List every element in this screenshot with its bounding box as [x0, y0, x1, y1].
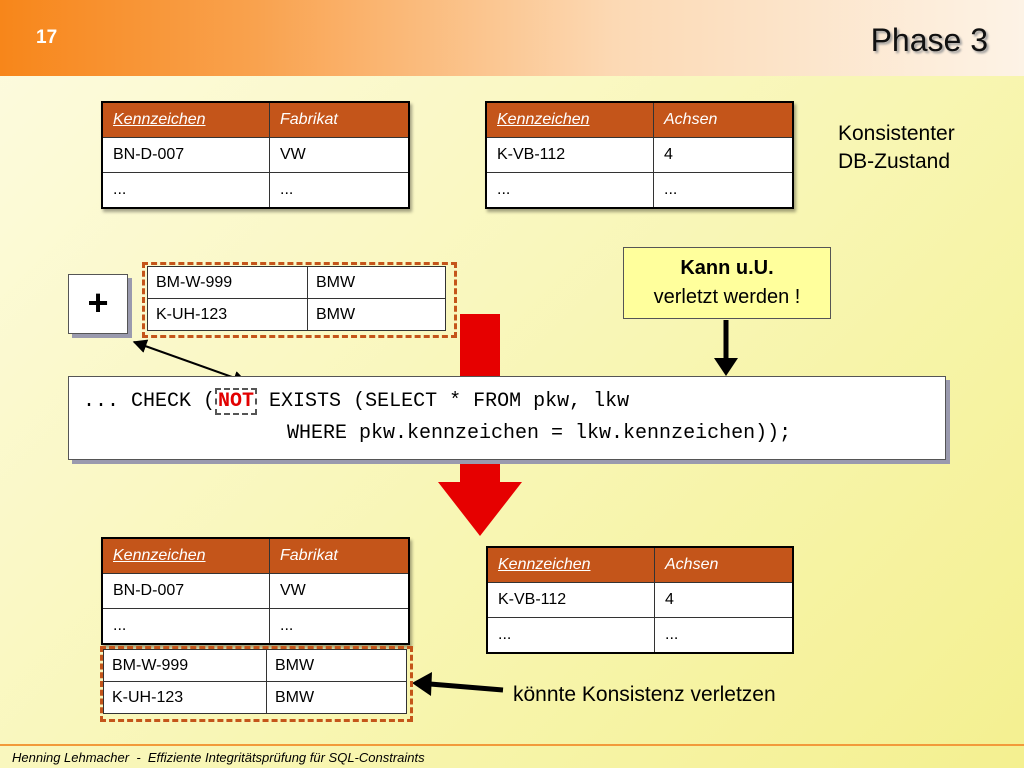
- page-number: 17: [36, 27, 58, 48]
- top-lkw-table: Kennzeichen Achsen K-VB-112 4 ... ...: [485, 101, 794, 209]
- table-row: ... ...: [486, 617, 794, 654]
- insert-dashed-frame: [142, 262, 457, 338]
- table-cell: ...: [654, 617, 794, 654]
- code-line: ... CHECK (NOT EXISTS (SELECT * FROM pkw…: [83, 388, 630, 415]
- column-header: Kennzeichen: [486, 546, 655, 583]
- slide-title: Phase 3: [870, 22, 988, 58]
- table-cell: ...: [269, 608, 410, 645]
- code-line: WHERE pkw.kennzeichen = lkw.kennzeichen)…: [287, 422, 792, 445]
- table-cell: K-UH-123: [147, 298, 308, 331]
- not-keyword: NOT: [215, 388, 258, 415]
- table-row: ... ...: [101, 172, 410, 209]
- table-cell: BMW: [307, 298, 446, 331]
- table-row: BN-D-007 VW: [101, 137, 410, 173]
- warning-title: Kann u.U.: [680, 257, 774, 279]
- insert-plus-icon: +: [68, 274, 128, 334]
- table-cell: K-VB-112: [486, 582, 655, 618]
- table-header-row: Kennzeichen Fabrikat: [101, 537, 410, 574]
- table-cell: BN-D-007: [101, 137, 270, 173]
- bottom-inserted-table: BM-W-999 BMW K-UH-123 BMW: [103, 649, 407, 714]
- table-cell: ...: [486, 617, 655, 654]
- note-line: Konsistenter: [838, 122, 955, 145]
- table-cell: K-VB-112: [485, 137, 654, 173]
- table-row: K-UH-123 BMW: [103, 681, 407, 714]
- footer-topic: Effiziente Integritätsprüfung für SQL-Co…: [147, 750, 425, 765]
- left-arrow-icon: [429, 681, 504, 693]
- table-cell: BMW: [307, 266, 446, 299]
- table-row: ... ...: [101, 608, 410, 645]
- table-row: ... ...: [485, 172, 794, 209]
- column-header: Kennzeichen: [101, 101, 270, 138]
- footer-author: Henning Lehmacher: [12, 750, 130, 765]
- table-row: BM-W-999 BMW: [103, 649, 407, 682]
- down-arrow-head-icon: [714, 358, 738, 376]
- table-cell: K-UH-123: [103, 681, 267, 714]
- footer-divider: [0, 744, 1024, 746]
- table-row: BN-D-007 VW: [101, 573, 410, 609]
- table-row: K-VB-112 4: [485, 137, 794, 173]
- table-cell: ...: [485, 172, 654, 209]
- column-header: Fabrikat: [269, 537, 410, 574]
- footer-separator: -: [136, 750, 141, 765]
- table-row: BM-W-999 BMW: [147, 266, 446, 299]
- table-cell: 4: [653, 137, 794, 173]
- table-cell: ...: [269, 172, 410, 209]
- table-header-row: Kennzeichen Achsen: [486, 546, 794, 583]
- warning-box: Kann u.U. verletzt werden !: [623, 247, 831, 319]
- bottom-pkw-table: Kennzeichen Fabrikat BN-D-007 VW ... ...: [101, 537, 410, 645]
- table-row: K-UH-123 BMW: [147, 298, 446, 331]
- table-cell: ...: [101, 608, 270, 645]
- column-header: Achsen: [653, 101, 794, 138]
- column-header: Achsen: [654, 546, 794, 583]
- table-header-row: Kennzeichen Fabrikat: [101, 101, 410, 138]
- top-pkw-table: Kennzeichen Fabrikat BN-D-007 VW ... ...: [101, 101, 410, 209]
- bottom-lkw-table: Kennzeichen Achsen K-VB-112 4 ... ...: [486, 546, 794, 654]
- note-line: DB-Zustand: [838, 150, 951, 173]
- warning-text: verletzt werden !: [653, 286, 801, 308]
- left-arrow-head-icon: [412, 672, 432, 696]
- table-cell: BMW: [266, 681, 407, 714]
- table-cell: ...: [101, 172, 270, 209]
- table-row: K-VB-112 4: [486, 582, 794, 618]
- table-cell: BN-D-007: [101, 573, 270, 609]
- table-cell: VW: [269, 573, 410, 609]
- check-constraint-code: ... CHECK (NOT EXISTS (SELECT * FROM pkw…: [68, 376, 946, 460]
- table-cell: 4: [654, 582, 794, 618]
- footer: Henning Lehmacher - Effiziente Integritä…: [12, 750, 425, 765]
- violation-label: könnte Konsistenz verletzen: [513, 683, 776, 706]
- link-arrow-icon: [132, 339, 248, 385]
- consistency-note: Konsistenter DB-Zustand: [838, 120, 955, 176]
- table-cell: BM-W-999: [103, 649, 267, 682]
- column-header: Kennzeichen: [101, 537, 270, 574]
- inserted-dashed-frame: [100, 646, 413, 722]
- insert-rows-table: BM-W-999 BMW K-UH-123 BMW: [147, 266, 446, 331]
- table-cell: BMW: [266, 649, 407, 682]
- table-cell: ...: [653, 172, 794, 209]
- slide-header: [0, 0, 1024, 76]
- table-cell: VW: [269, 137, 410, 173]
